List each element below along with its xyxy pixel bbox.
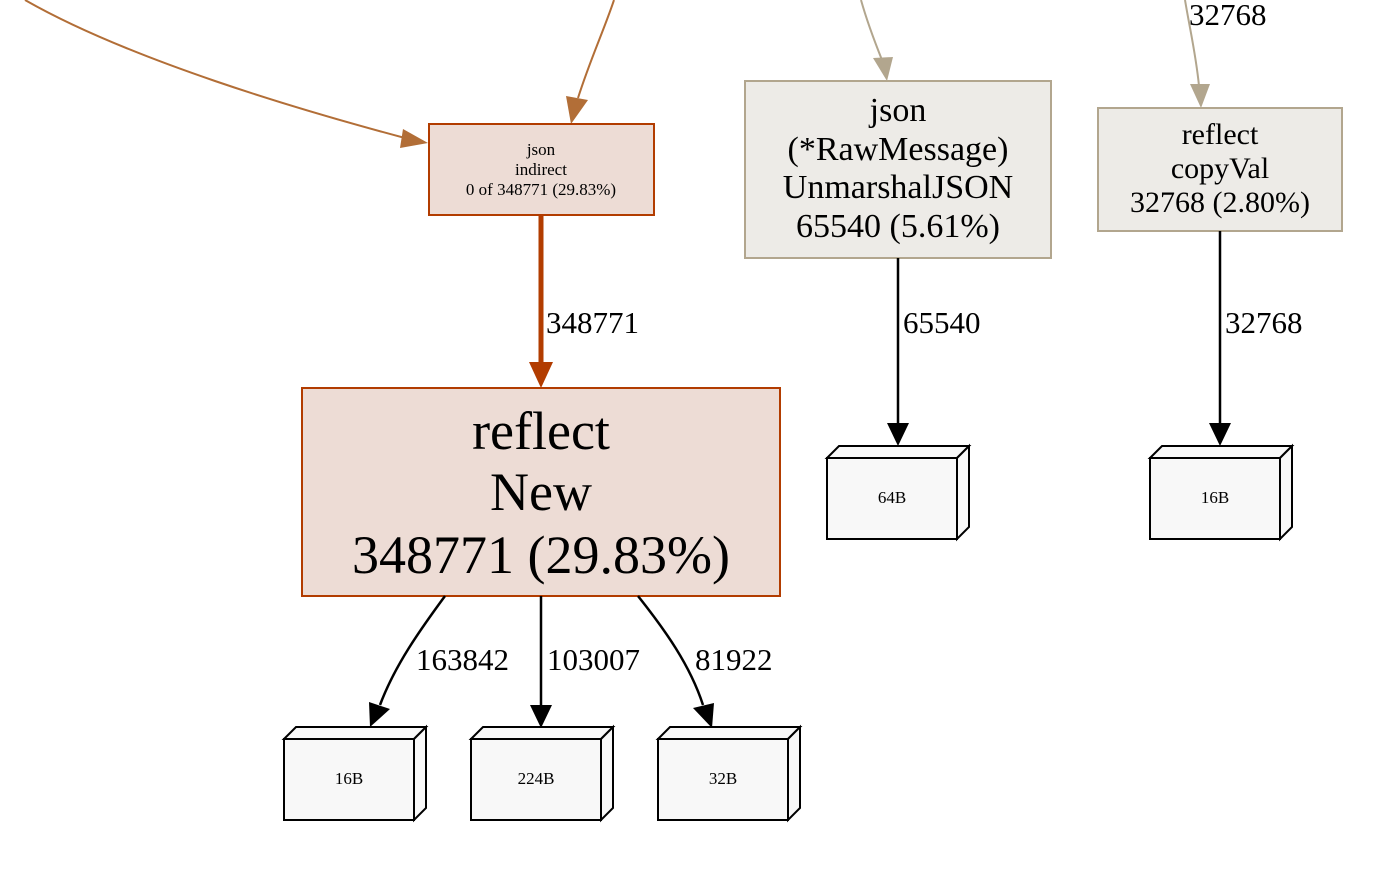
size-box-copyval-16b-label: 16B [1201,488,1229,507]
edge-incoming-to-rawmessage [860,0,893,81]
node-reflect-new-line-2: New [490,462,592,522]
node-json-indirect[interactable]: json indirect 0 of 348771 (29.83%) [428,123,655,216]
edge-copyval-to-16b [1209,231,1231,446]
size-box-rawmessage-64b-label: 64B [878,488,906,507]
node-rawmessage-line-1: json [869,92,927,129]
edge-incoming-to-indirect-top [566,0,615,124]
size-box-rawmessage-64b[interactable]: 64B [824,443,972,542]
node-json-indirect-line-1: json [526,140,556,159]
node-json-rawmessage-unmarshaljson[interactable]: json (*RawMessage) UnmarshalJSON 65540 (… [744,80,1052,259]
node-reflect-copyval[interactable]: reflect copyVal 32768 (2.80%) [1097,107,1343,232]
edge-incoming-to-indirect-left [24,0,428,148]
node-copyval-line-2: copyVal [1171,152,1269,185]
edge-label-copyval-to-16b: 32768 [1225,305,1303,340]
edge-rawmessage-to-64b [887,258,909,446]
size-box-new-32b[interactable]: 32B [655,724,803,823]
node-json-indirect-line-3: 0 of 348771 (29.83%) [466,180,616,199]
edge-reflect-new-to-224b [530,596,552,728]
node-rawmessage-line-3: UnmarshalJSON [783,169,1013,206]
size-box-new-16b[interactable]: 16B [281,724,429,823]
edge-label-into-copyval: 32768 [1189,0,1267,32]
node-reflect-new-line-1: reflect [472,401,610,461]
node-reflect-new[interactable]: reflect New 348771 (29.83%) [301,387,781,597]
edge-label-reflect-new-to-32b: 81922 [695,642,773,677]
size-box-new-224b-label: 224B [518,769,555,788]
size-box-new-224b[interactable]: 224B [468,724,616,823]
edge-reflect-new-to-16b [369,595,447,727]
edge-indirect-to-reflect-new [529,215,553,388]
size-box-new-32b-label: 32B [709,769,737,788]
node-copyval-line-3: 32768 (2.80%) [1130,186,1310,219]
edge-label-rawmessage-to-64b: 65540 [903,305,981,340]
edge-label-reflect-new-to-16b: 163842 [416,642,509,677]
edge-label-indirect-to-reflect-new: 348771 [546,305,639,340]
node-rawmessage-line-2: (*RawMessage) [788,131,1009,168]
node-json-indirect-line-2: indirect [515,160,567,179]
edge-label-reflect-new-to-224b: 103007 [547,642,640,677]
node-reflect-new-line-3: 348771 (29.83%) [352,525,730,585]
size-box-copyval-16b[interactable]: 16B [1147,443,1295,542]
size-box-new-16b-label: 16B [335,769,363,788]
node-copyval-line-1: reflect [1182,118,1259,151]
edge-reflect-new-to-32b [637,595,714,728]
node-rawmessage-line-4: 65540 (5.61%) [796,208,1000,245]
edge-incoming-to-copyval [1184,0,1210,108]
